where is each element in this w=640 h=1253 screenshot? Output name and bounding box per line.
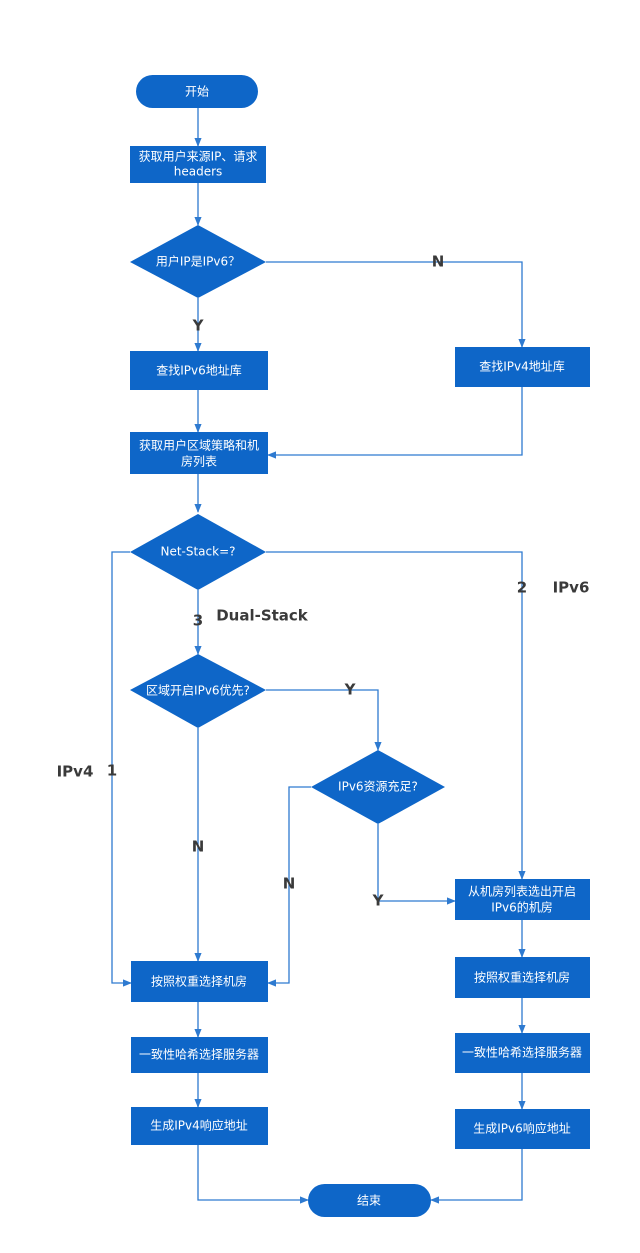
is-ipv6-label: 用户IP是IPv6？	[156, 254, 240, 269]
edge-label-ipv6: IPv6	[553, 579, 590, 597]
edge-res-no	[267, 786, 311, 987]
edge-label-n-res: N	[283, 875, 296, 893]
end-label: 结束	[357, 1194, 381, 1208]
lookup-v6-label: 查找IPv6地址库	[156, 363, 242, 378]
hash-left-label: 一致性哈希选择服务器	[139, 1047, 259, 1062]
edge-label-one: 1	[107, 762, 117, 780]
edge-res-yes	[377, 824, 456, 905]
node-lookup-v6: 查找IPv6地址库	[130, 351, 268, 390]
edge-resp-v4-to-end	[197, 1145, 309, 1204]
resp-v6-label: 生成IPv6响应地址	[473, 1121, 571, 1136]
edge-label-n-top: N	[432, 253, 445, 271]
start-label: 开始	[185, 85, 209, 99]
get-ip-label-line2: headers	[174, 165, 223, 179]
resp-v4-label: 生成IPv4响应地址	[150, 1118, 248, 1133]
lookup-v4-label: 查找IPv4地址库	[479, 359, 565, 374]
weight-left-label: 按照权重选择机房	[151, 974, 247, 989]
decision-net-stack: Net-Stack=?	[130, 514, 266, 590]
edge-label-three: 3	[193, 612, 203, 630]
region-v6-first-label: 区域开启IPv6优先?	[146, 684, 250, 698]
node-hash-right: 一致性哈希选择服务器	[455, 1033, 590, 1073]
edge-label-y-top: Y	[192, 317, 205, 335]
node-pick-v6-room: 从机房列表选出开启 IPv6的机房	[455, 879, 590, 920]
node-weight-right: 按照权重选择机房	[455, 957, 590, 998]
node-start: 开始	[136, 75, 258, 108]
hash-right-label: 一致性哈希选择服务器	[462, 1045, 582, 1060]
node-get-ip: 获取用户来源IP、请求 headers	[130, 146, 266, 183]
edge-label-y-res: Y	[372, 892, 385, 910]
edge-net-stack-ipv6	[266, 551, 526, 880]
edge-labels: N Y 2 IPv6 3 Dual-Stack Y 1 IPv4 N N Y	[57, 253, 590, 910]
edge-label-two: 2	[517, 579, 527, 597]
node-hash-left: 一致性哈希选择服务器	[131, 1037, 268, 1073]
get-policy-label-line1: 获取用户区域策略和机	[139, 438, 259, 453]
edge-label-dual-stack: Dual-Stack	[216, 607, 309, 625]
node-resp-v6: 生成IPv6响应地址	[455, 1109, 590, 1149]
node-weight-left: 按照权重选择机房	[131, 961, 268, 1002]
decision-region-v6-first: 区域开启IPv6优先?	[130, 654, 266, 728]
pick-v6-room-label-line1: 从机房列表选出开启	[468, 884, 576, 899]
edge-label-y-region: Y	[344, 681, 357, 699]
edges	[111, 108, 526, 1204]
v6-enough-label: IPv6资源充足?	[338, 779, 418, 794]
edge-resp-v6-to-end	[430, 1149, 523, 1204]
net-stack-label: Net-Stack=?	[160, 545, 235, 559]
edge-lookup-v4-to-policy	[267, 387, 523, 459]
edge-is-ipv6-no	[266, 261, 526, 348]
edge-label-n-region: N	[192, 838, 205, 856]
weight-right-label: 按照权重选择机房	[474, 970, 570, 985]
edge-label-ipv4: IPv4	[57, 763, 94, 781]
pick-v6-room-label-line2: IPv6的机房	[491, 900, 553, 915]
decision-is-ipv6: 用户IP是IPv6？	[130, 225, 266, 298]
node-get-policy: 获取用户区域策略和机 房列表	[130, 432, 268, 474]
decision-v6-enough: IPv6资源充足?	[311, 750, 445, 824]
get-ip-label-line1: 获取用户来源IP、请求	[139, 149, 258, 164]
edge-region-yes	[266, 689, 382, 751]
get-policy-label-line2: 房列表	[181, 454, 217, 469]
node-resp-v4: 生成IPv4响应地址	[131, 1107, 268, 1145]
node-end: 结束	[308, 1184, 431, 1217]
node-lookup-v4: 查找IPv4地址库	[455, 347, 590, 387]
edge-net-stack-ipv4	[111, 551, 132, 987]
